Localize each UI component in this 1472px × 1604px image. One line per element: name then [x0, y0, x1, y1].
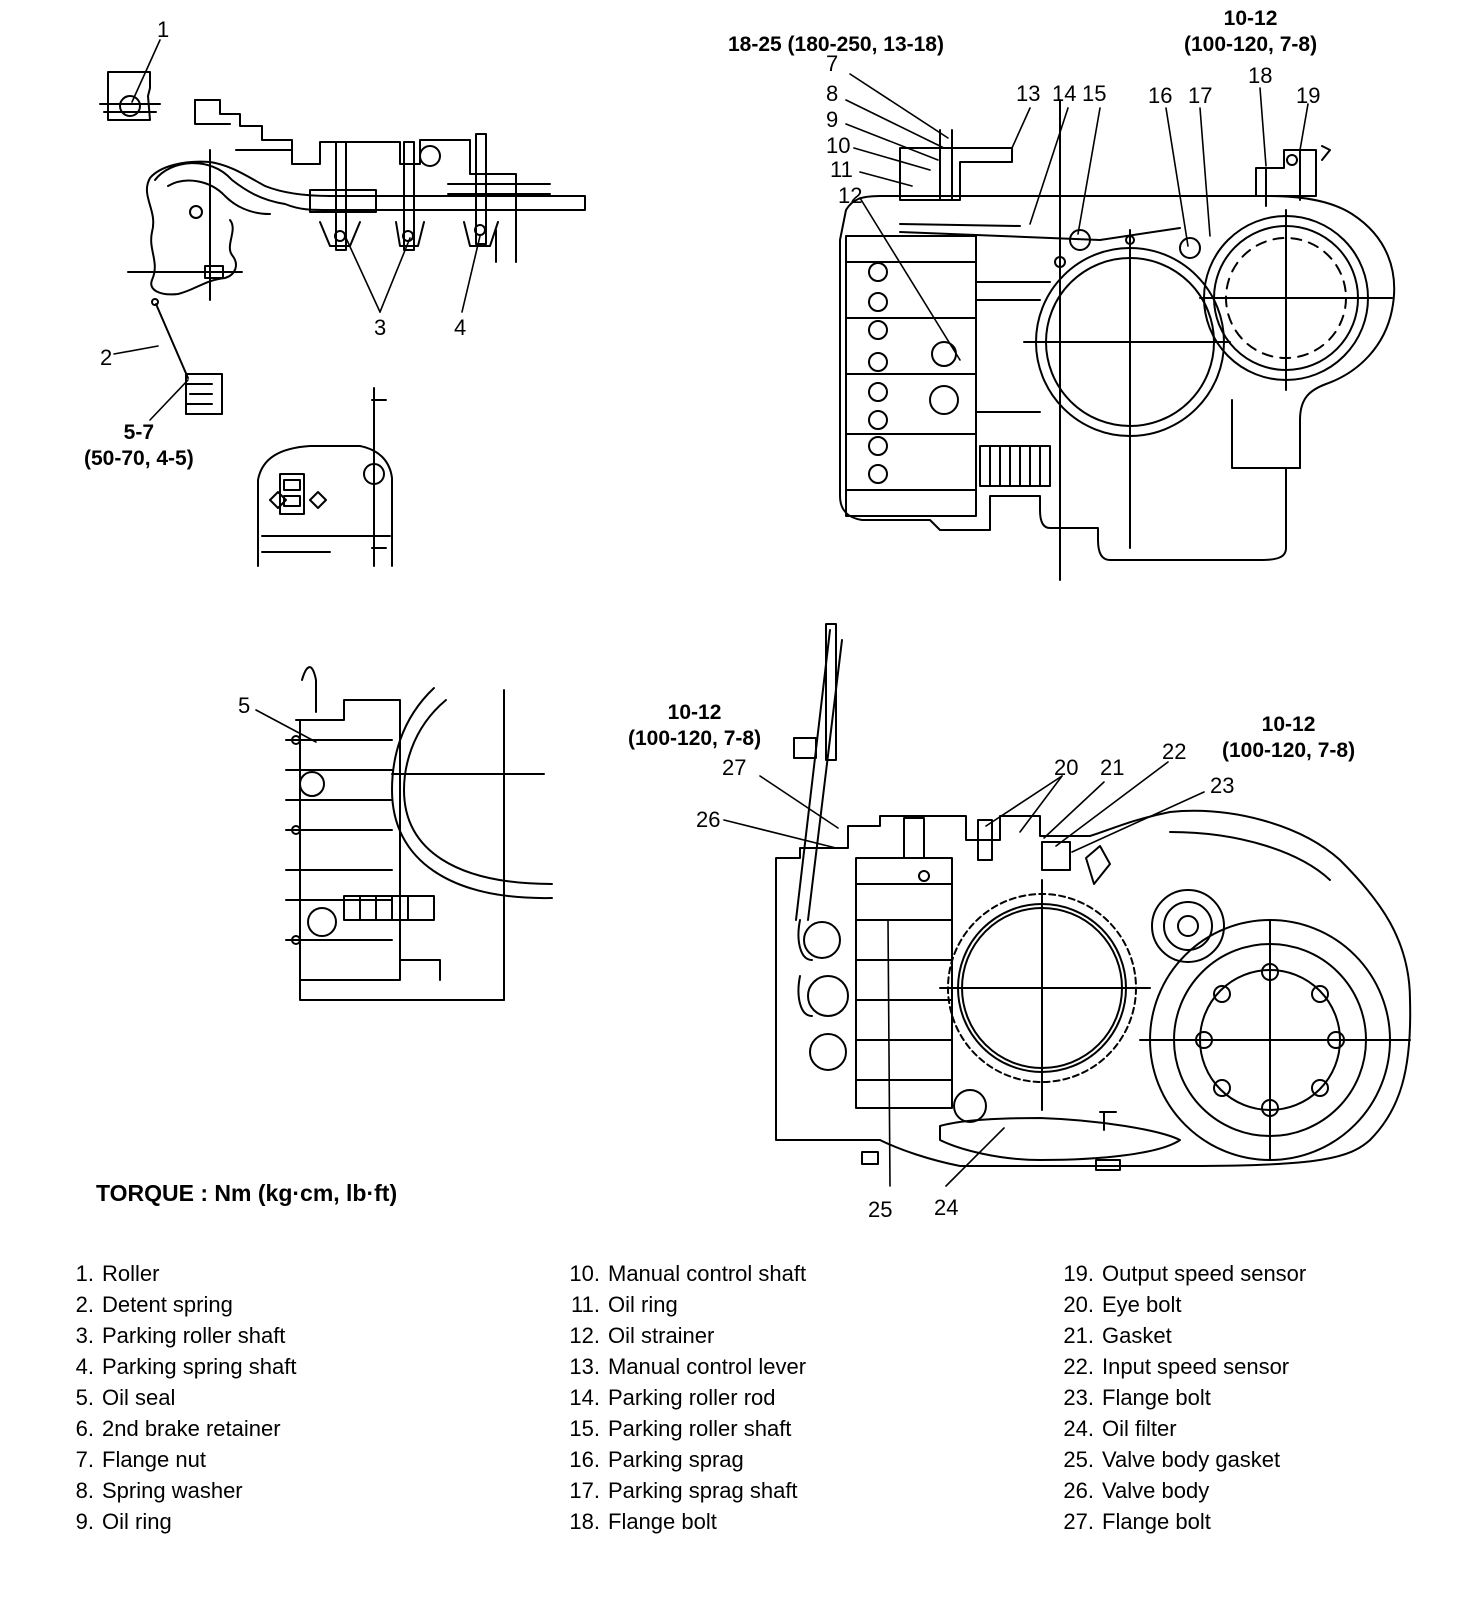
legend-item: 23.Flange bolt [1063, 1385, 1211, 1410]
legend-item: 22.Input speed sensor [1063, 1354, 1290, 1379]
callout-16: 16 [1148, 83, 1173, 108]
torque-value: 10-12 [667, 701, 722, 724]
torque-units-value: (100-120, 7-8) [1184, 33, 1318, 56]
valve-body-bottom-view [775, 623, 1412, 1171]
legend-item: 15.Parking roller shaft [569, 1416, 792, 1441]
legend-column-2: 10.Manual control shaft 11.Oil ring 12.O… [566, 1258, 806, 1537]
torque-spec-output-sensor: 10-12 (100-120, 7-8) [1184, 6, 1317, 58]
callout-14: 14 [1052, 81, 1077, 106]
callout-13: 13 [1016, 81, 1041, 106]
callout-3: 3 [374, 315, 387, 340]
legend-item: 5.Oil seal [75, 1385, 176, 1410]
legend-item: 2.Detent spring [75, 1292, 233, 1317]
legend-item: 12.Oil strainer [569, 1323, 715, 1348]
legend-item: 9.Oil ring [75, 1509, 172, 1534]
legend-item: 8.Spring washer [75, 1478, 243, 1503]
torque-spec-flange-nut: 18-25 (180-250, 13-18) [728, 32, 944, 58]
callout-5: 5 [238, 693, 251, 718]
oil-seal-view [285, 666, 553, 1001]
legend-item: 7.Flange nut [75, 1447, 206, 1472]
legend-item: 16.Parking sprag [569, 1447, 744, 1472]
legend-item: 3.Parking roller shaft [75, 1323, 286, 1348]
legend-item: 26.Valve body [1063, 1478, 1210, 1503]
callout-22: 22 [1162, 739, 1187, 764]
callout-17: 17 [1188, 83, 1213, 108]
callout-7: 7 [826, 51, 839, 76]
callout-11: 11 [830, 157, 853, 182]
callout-8: 8 [826, 81, 839, 106]
callout-19: 19 [1296, 83, 1321, 108]
torque-spec-valve-body: 10-12 (100-120, 7-8) [628, 700, 761, 752]
callout-26: 26 [696, 807, 721, 832]
legend-item: 20.Eye bolt [1063, 1292, 1182, 1317]
inset-valve-detail [257, 387, 393, 567]
torque-units-value: (100-120, 7-8) [1222, 739, 1356, 762]
callout-20: 20 [1054, 755, 1079, 780]
callout-1: 1 [157, 17, 170, 42]
torque-value: 10-12 [1261, 713, 1316, 736]
callout-9: 9 [826, 107, 839, 132]
torque-spec-detent: 5-7 (50-70, 4-5) [84, 420, 194, 472]
callout-2: 2 [100, 345, 113, 370]
torque-units-value: (100-120, 7-8) [628, 727, 762, 750]
callout-12: 12 [838, 183, 863, 208]
valve-body-top-view [839, 99, 1396, 581]
legend-item: 25.Valve body gasket [1063, 1447, 1281, 1472]
legend-item: 10.Manual control shaft [569, 1261, 807, 1286]
legend-item: 1.Roller [75, 1261, 160, 1286]
legend-item: 4.Parking spring shaft [75, 1354, 297, 1379]
legend-item: 17.Parking sprag shaft [569, 1478, 798, 1503]
torque-value: 18-25 (180-250, 13-18) [728, 33, 944, 56]
callout-21: 21 [1100, 755, 1125, 780]
leader-lines [113, 39, 1309, 1187]
torque-spec-input-sensor: 10-12 (100-120, 7-8) [1222, 712, 1355, 764]
legend-item: 13.Manual control lever [569, 1354, 807, 1379]
callout-27: 27 [722, 755, 747, 780]
callout-10: 10 [826, 133, 851, 158]
torque-value: 10-12 [1223, 7, 1278, 30]
callout-23: 23 [1210, 773, 1235, 798]
torque-unit-caption: TORQUE : Nm (kg·cm, lb·ft) [96, 1180, 398, 1206]
callout-18: 18 [1248, 63, 1273, 88]
legend-item: 18.Flange bolt [569, 1509, 717, 1534]
legend-item: 11.Oil ring [571, 1292, 678, 1317]
legend-item: 14.Parking roller rod [569, 1385, 776, 1410]
legend-item: 19.Output speed sensor [1063, 1261, 1307, 1286]
callout-15: 15 [1082, 81, 1107, 106]
callout-25: 25 [868, 1197, 893, 1222]
legend-item: 6.2nd brake retainer [75, 1416, 281, 1441]
callout-4: 4 [454, 315, 467, 340]
legend-item: 24.Oil filter [1063, 1416, 1177, 1441]
legend-column-3: 19.Output speed sensor 20.Eye bolt 21.Ga… [1060, 1258, 1306, 1537]
torque-value: 5-7 [123, 421, 155, 444]
torque-units-value: (50-70, 4-5) [84, 447, 194, 470]
callout-24: 24 [934, 1195, 959, 1220]
legend-item: 21.Gasket [1063, 1323, 1172, 1348]
legend-column-1: 1.Roller 2.Detent spring 3.Parking rolle… [60, 1258, 297, 1537]
detent-mechanism-view [99, 71, 586, 415]
legend-item: 27.Flange bolt [1063, 1509, 1211, 1534]
